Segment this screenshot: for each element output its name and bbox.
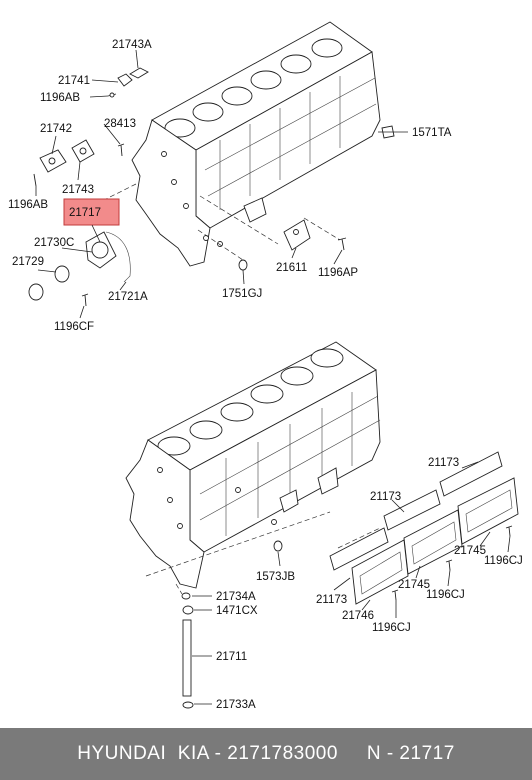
label-1751GJ: 1751GJ	[222, 288, 262, 300]
label-21745-b: 21745	[398, 579, 430, 591]
timing-parts	[28, 67, 149, 307]
label-21173-a: 21173	[428, 457, 459, 469]
leader-lines	[35, 49, 511, 705]
parts-diagram: 21743A 21741 1196AB 28413 21742 1571TA 1…	[8, 21, 523, 711]
dipstick-assembly	[181, 592, 194, 709]
label-28413: 28413	[104, 118, 136, 130]
label-1196AB-bottom: 1196AB	[8, 199, 48, 211]
label-21743: 21743	[62, 184, 94, 196]
label-21717: 21717	[69, 207, 101, 219]
label-21741: 21741	[58, 75, 90, 87]
label-1571TA: 1571TA	[412, 127, 452, 139]
label-1471CX: 1471CX	[216, 605, 258, 617]
label-21173-c: 21173	[316, 594, 347, 606]
label-21711: 21711	[216, 651, 247, 663]
label-21742: 21742	[40, 123, 72, 135]
label-1196AB-top: 1196AB	[40, 92, 80, 104]
side-covers	[329, 451, 519, 605]
label-1196CJ-c: 1196CJ	[372, 622, 411, 634]
label-21730C: 21730C	[34, 237, 74, 249]
label-21745-a: 21745	[454, 545, 486, 557]
label-1196CJ-a: 1196CJ	[484, 555, 523, 567]
label-21173-b: 21173	[370, 491, 401, 503]
label-21721A: 21721A	[108, 291, 148, 303]
label-21733A: 21733A	[216, 699, 256, 711]
label-21746: 21746	[342, 610, 374, 622]
label-21743A: 21743A	[112, 39, 152, 51]
highlight-box-21717	[63, 198, 120, 226]
part-number-footer: HYUNDAI KIA - 2171783000 N - 21717	[0, 728, 532, 780]
label-1573JB: 1573JB	[256, 571, 295, 583]
label-1196CF: 1196CF	[54, 321, 94, 333]
label-21611: 21611	[276, 262, 307, 274]
lower-engine-block	[125, 341, 381, 595]
label-21729: 21729	[12, 256, 44, 268]
label-1196AP: 1196AP	[318, 267, 358, 279]
label-1196CJ-b: 1196CJ	[426, 589, 465, 601]
part-labels: 21743A 21741 1196AB 28413 21742 1571TA 1…	[8, 39, 523, 711]
label-21734A: 21734A	[216, 591, 256, 603]
footer-text: HYUNDAI KIA - 2171783000 N - 21717	[77, 743, 455, 764]
upper-engine-block	[63, 21, 395, 271]
